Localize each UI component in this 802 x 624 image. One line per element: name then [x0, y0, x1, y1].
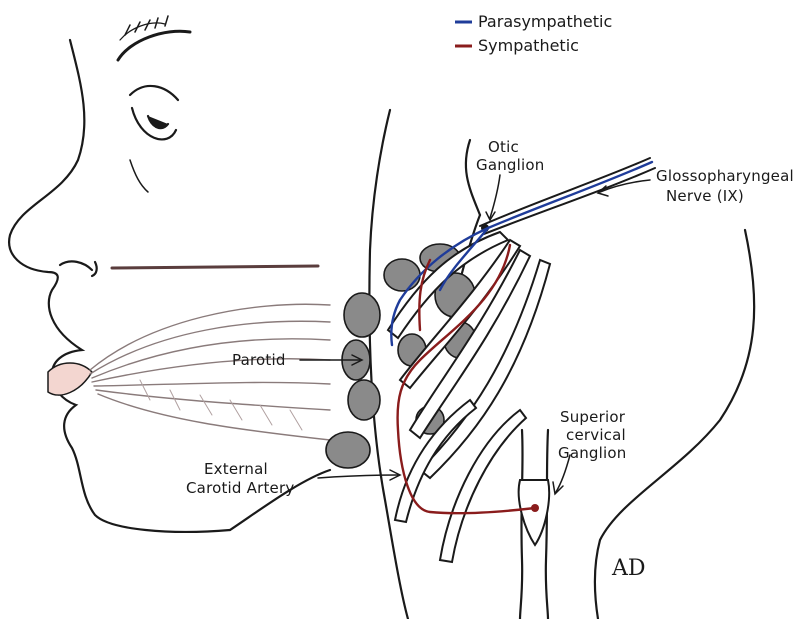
label-glosso-line2: Nerve (IX) — [666, 187, 744, 205]
label-carotid-line1: External — [204, 460, 268, 478]
label-parotid: Parotid — [232, 351, 286, 369]
legend-label-parasympathetic: Parasympathetic — [478, 12, 612, 31]
label-carotid-line2: Carotid Artery — [186, 479, 294, 497]
label-superior-line1: Superior — [560, 408, 626, 426]
artist-signature: AD — [611, 556, 646, 581]
legend-label-sympathetic: Sympathetic — [478, 36, 579, 55]
cheek-muscle-fibers — [90, 304, 330, 440]
label-superior-line3: Ganglion — [558, 444, 626, 462]
face-profile — [9, 16, 330, 532]
label-glosso-line1: Glossopharyngeal — [656, 167, 794, 185]
legend: Parasympathetic Sympathetic — [455, 12, 612, 55]
label-superior-line2: cervical — [566, 426, 626, 444]
lips — [48, 363, 92, 395]
superior-cervical-ganglion — [519, 480, 549, 545]
label-otic-line2: Ganglion — [476, 156, 544, 174]
label-otic-line1: Otic — [488, 138, 519, 156]
